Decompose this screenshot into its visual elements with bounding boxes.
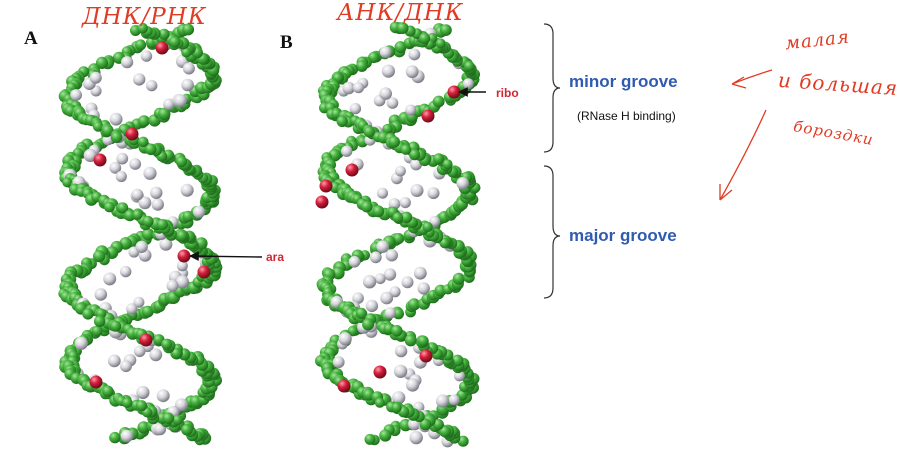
modified-sugar-atom bbox=[319, 179, 333, 193]
helix-b-model bbox=[315, 21, 481, 448]
handwritten-arrow-left bbox=[731, 69, 773, 89]
ara-label: ara bbox=[266, 250, 285, 264]
ribo-label: ribo bbox=[496, 86, 519, 100]
helix-a-model bbox=[58, 22, 223, 446]
modified-sugar-atom bbox=[93, 153, 107, 167]
modified-sugar-atom bbox=[177, 249, 191, 263]
minor-groove-label: minor groove bbox=[569, 72, 678, 91]
modified-sugar-atom bbox=[337, 379, 351, 393]
modified-sugar-atom bbox=[125, 127, 139, 141]
modified-sugar-atom bbox=[139, 333, 153, 347]
panel-b-letter: B bbox=[280, 32, 293, 53]
modified-sugar-atom bbox=[155, 41, 169, 55]
modified-sugar-atom bbox=[421, 109, 435, 123]
ara-pointer-arrow bbox=[189, 251, 263, 262]
panel-a-handwritten-title: ДНК/РНК bbox=[82, 4, 207, 30]
modified-sugar-atom bbox=[197, 265, 211, 279]
modified-sugar-atom bbox=[373, 365, 387, 379]
rnase-h-binding-note: (RNase H binding) bbox=[577, 109, 676, 123]
major-groove-brace bbox=[543, 165, 561, 299]
panel-a-letter: A bbox=[24, 28, 38, 49]
modified-sugar-atom bbox=[89, 375, 103, 389]
major-groove-label: major groove bbox=[569, 226, 677, 245]
modified-sugar-atom bbox=[345, 163, 359, 177]
modified-sugar-atom bbox=[315, 195, 329, 209]
modified-sugar-atom bbox=[447, 85, 461, 99]
minor-groove-brace bbox=[543, 23, 561, 153]
handwritten-arrow-down bbox=[719, 109, 767, 201]
panel-b-handwritten-title: АНК/ДНК bbox=[337, 0, 464, 26]
modified-sugar-atom bbox=[419, 349, 433, 363]
